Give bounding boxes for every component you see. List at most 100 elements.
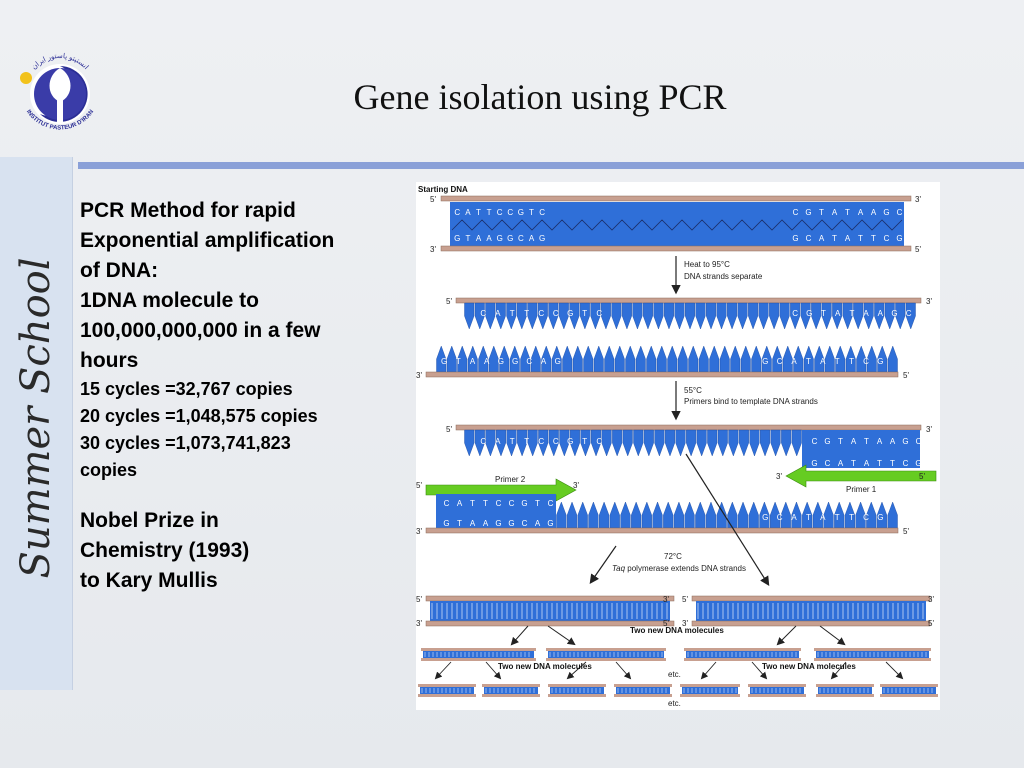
base-letter: T	[858, 234, 863, 243]
base-letter: C	[906, 309, 912, 318]
primer1-arrow	[785, 464, 937, 488]
base-letter: G	[891, 309, 897, 318]
base-letter: T	[851, 459, 856, 468]
base-tooth	[656, 345, 667, 373]
base-tooth	[569, 429, 580, 457]
base-letter: G	[521, 499, 527, 508]
step2-line1: 55°C	[684, 386, 702, 395]
base-tooth	[740, 345, 751, 373]
process-arrow	[547, 625, 576, 646]
base-tooth	[562, 345, 573, 373]
base-letter: A	[820, 513, 826, 522]
base-letter: T	[819, 208, 824, 217]
nobel-line: Chemistry (1993)	[80, 539, 250, 562]
base-letter: G	[805, 208, 811, 217]
strand-end-label: 5'	[919, 472, 925, 481]
mini-molecule	[686, 651, 799, 658]
base-letter: C	[553, 437, 559, 446]
base-tooth	[685, 302, 695, 330]
base-letter: A	[470, 519, 476, 528]
base-letter: A	[483, 519, 489, 528]
mini-backbone	[748, 684, 806, 687]
mini-backbone	[814, 648, 931, 651]
base-letter: T	[483, 499, 488, 508]
base-tooth	[485, 429, 496, 457]
base-tooth	[698, 345, 709, 373]
base-letter: G	[443, 519, 449, 528]
base-tooth	[821, 302, 832, 330]
base-tooth	[548, 429, 559, 457]
base-tooth	[749, 429, 760, 457]
base-tooth	[604, 345, 615, 373]
base-tooth	[874, 302, 885, 330]
base-letter: C	[444, 499, 450, 508]
base-letter: T	[582, 309, 587, 318]
two-new-molecules-label: Two new DNA molecules	[498, 662, 592, 671]
base-tooth	[709, 345, 720, 373]
base-tooth	[527, 429, 538, 457]
base-tooth	[696, 429, 707, 457]
base-tooth	[824, 345, 835, 373]
mini-backbone	[816, 694, 874, 697]
base-tooth	[654, 429, 665, 457]
base-letter: T	[529, 208, 534, 217]
base-letter: G	[824, 437, 830, 446]
base-tooth	[583, 345, 594, 373]
mini-molecule	[484, 687, 538, 694]
primer-bound-block	[802, 430, 920, 468]
base-tooth	[566, 501, 578, 529]
mini-backbone	[680, 684, 740, 687]
base-tooth	[730, 345, 741, 373]
cycles-line: copies	[80, 460, 138, 480]
side-panel	[0, 157, 73, 690]
base-letter: C	[480, 309, 486, 318]
process-arrow	[566, 661, 587, 680]
base-letter: T	[476, 208, 481, 217]
base-letter: C	[538, 437, 544, 446]
strand-end-label: 5'	[915, 245, 921, 254]
base-letter: C	[507, 208, 513, 217]
base-tooth	[556, 501, 567, 529]
base-tooth	[609, 501, 620, 529]
base-letter: C	[538, 309, 544, 318]
base-tooth	[884, 302, 895, 330]
base-tooth	[800, 302, 811, 330]
base-tooth	[779, 302, 790, 330]
base-tooth	[887, 501, 898, 529]
strand-end-label: 5'	[903, 527, 909, 536]
primer-bound-block	[436, 494, 556, 528]
process-arrow	[589, 545, 617, 584]
base-letter: C	[496, 499, 502, 508]
strand-end-label: 5'	[416, 595, 422, 604]
process-arrow	[434, 661, 452, 680]
new-molecule-backbone	[425, 620, 675, 627]
base-letter: C	[454, 208, 460, 217]
base-tooth	[719, 345, 730, 373]
base-letter: G	[497, 234, 503, 243]
base-letter: T	[524, 437, 529, 446]
primer2-label: Primer 2	[495, 475, 526, 484]
base-tooth	[572, 345, 583, 373]
new-molecule-backbone	[425, 595, 675, 602]
base-tooth	[538, 429, 549, 457]
base-letter: A	[845, 234, 851, 243]
base-tooth	[667, 345, 678, 373]
hydrogen-bond-lines	[451, 219, 903, 231]
base-tooth	[643, 429, 654, 457]
base-tooth	[895, 302, 906, 330]
base-tooth	[527, 302, 538, 330]
page-title: Gene isolation using PCR	[353, 77, 727, 117]
base-tooth	[706, 302, 716, 330]
base-tooth	[652, 501, 663, 529]
base-letter: G	[567, 437, 573, 446]
base-letter: C	[793, 208, 799, 217]
nobel-line: to Kary Mullis	[80, 569, 218, 592]
bottom-backbone	[440, 245, 912, 252]
base-tooth	[887, 345, 898, 373]
base-letter: C	[480, 437, 486, 446]
base-letter: A	[851, 437, 857, 446]
base-letter: T	[838, 437, 843, 446]
mini-backbone	[816, 684, 874, 687]
new-molecule-backbone	[691, 595, 931, 602]
base-tooth	[737, 501, 749, 529]
